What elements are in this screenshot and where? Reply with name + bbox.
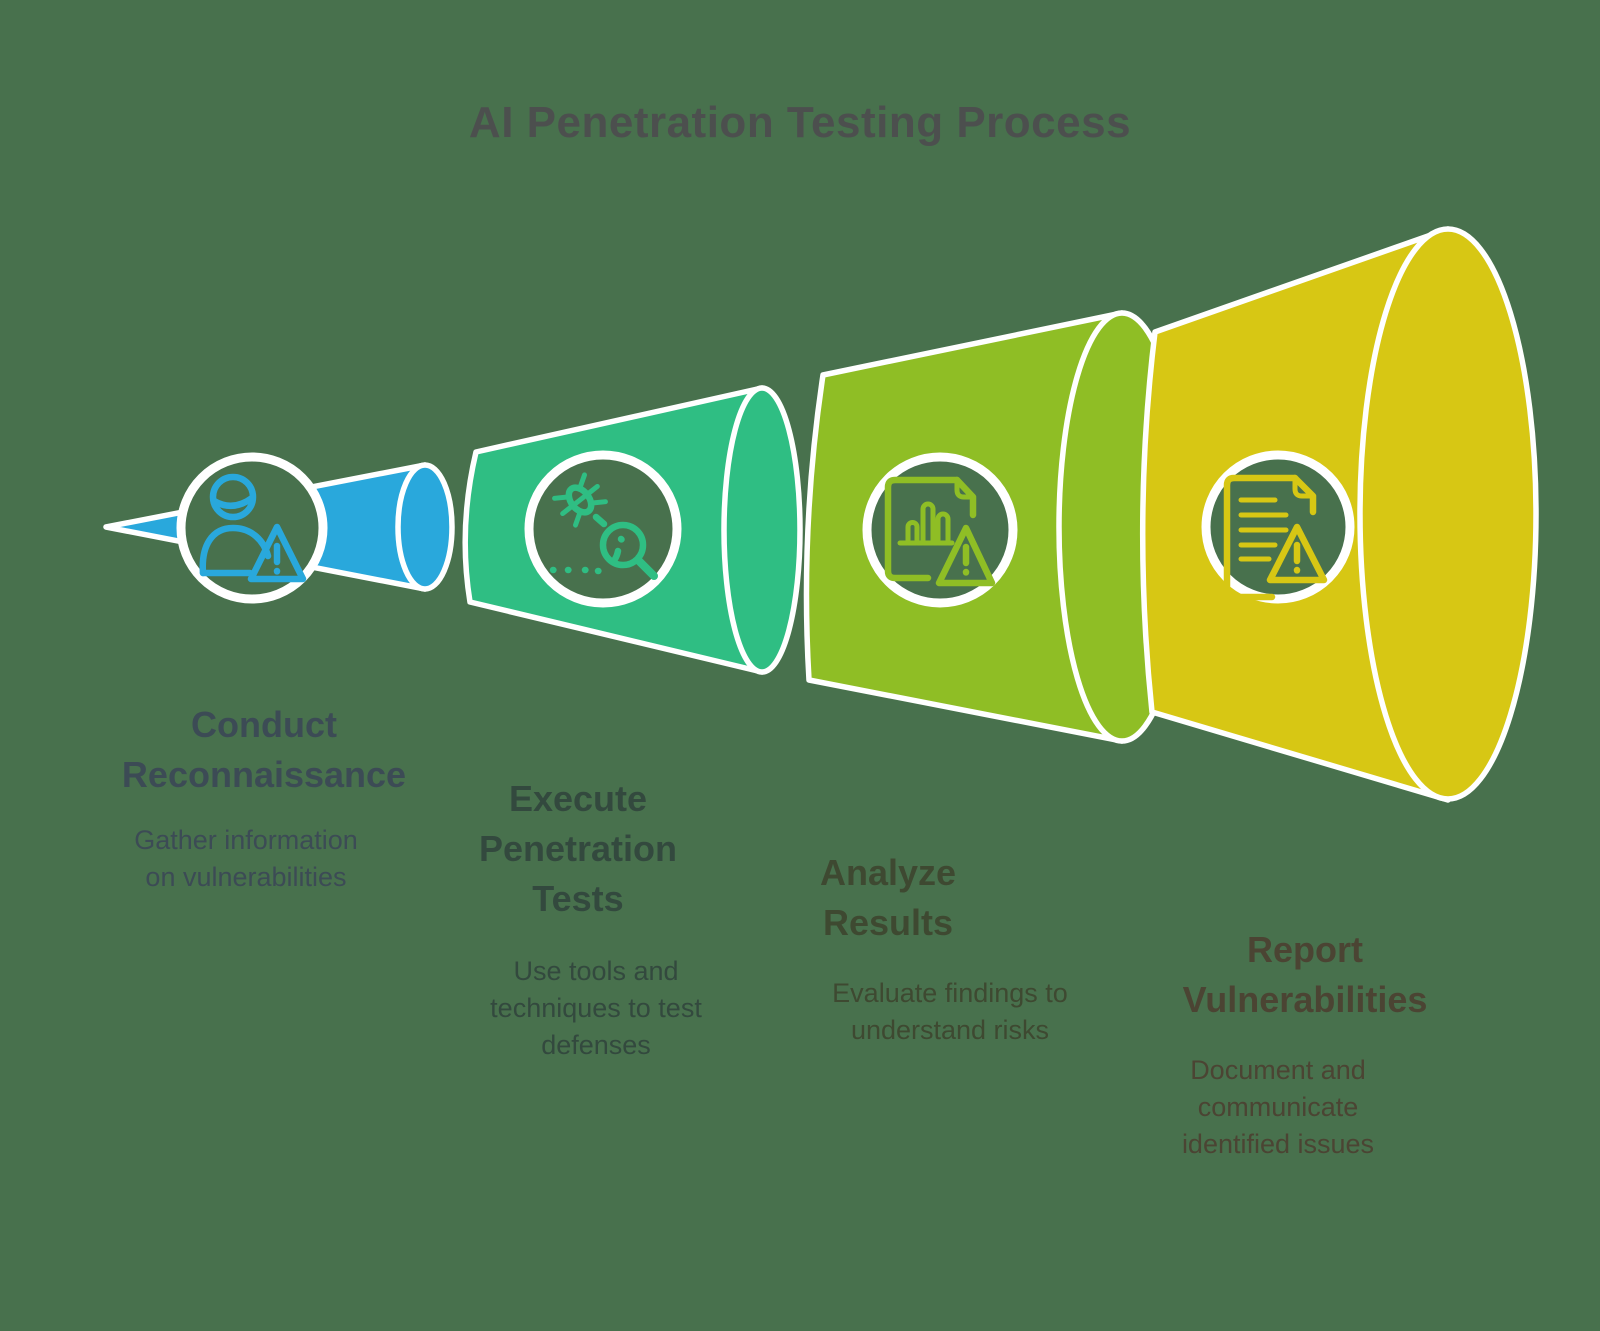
stage-3-heading: Analyze Results	[819, 852, 957, 943]
stage-1-heading: Conduct Reconnaissance	[121, 704, 407, 795]
stage-1-rim	[395, 462, 455, 592]
bug-magnifier-icon	[549, 472, 658, 580]
stage-2-description: Use tools and techniques to test defense…	[490, 956, 702, 1060]
stage-4-description: Document and communicate identified issu…	[1181, 1055, 1375, 1159]
stage-2-heading: Execute Penetration Tests	[478, 778, 678, 919]
stage-4-heading: Report Vulnerabilities	[1182, 929, 1428, 1020]
chart-document-warning-icon	[884, 476, 996, 587]
page-title: AI Penetration Testing Process	[468, 98, 1132, 147]
funnel-stage-2	[462, 385, 803, 675]
stage-2-icon-circle	[524, 450, 682, 608]
stage-3-description: Evaluate findings to understand risks	[832, 978, 1068, 1045]
person-warning-icon	[199, 473, 307, 583]
funnel-stage-1	[103, 452, 455, 604]
funnel-stage-3	[803, 310, 1188, 744]
stage-2-rim	[721, 385, 803, 675]
funnel-stage-4	[1139, 226, 1539, 803]
report-document-warning-icon	[1223, 474, 1328, 601]
stage-4-rim	[1357, 226, 1539, 802]
stage-1-description: Gather information on vulnerabilities	[134, 825, 358, 892]
